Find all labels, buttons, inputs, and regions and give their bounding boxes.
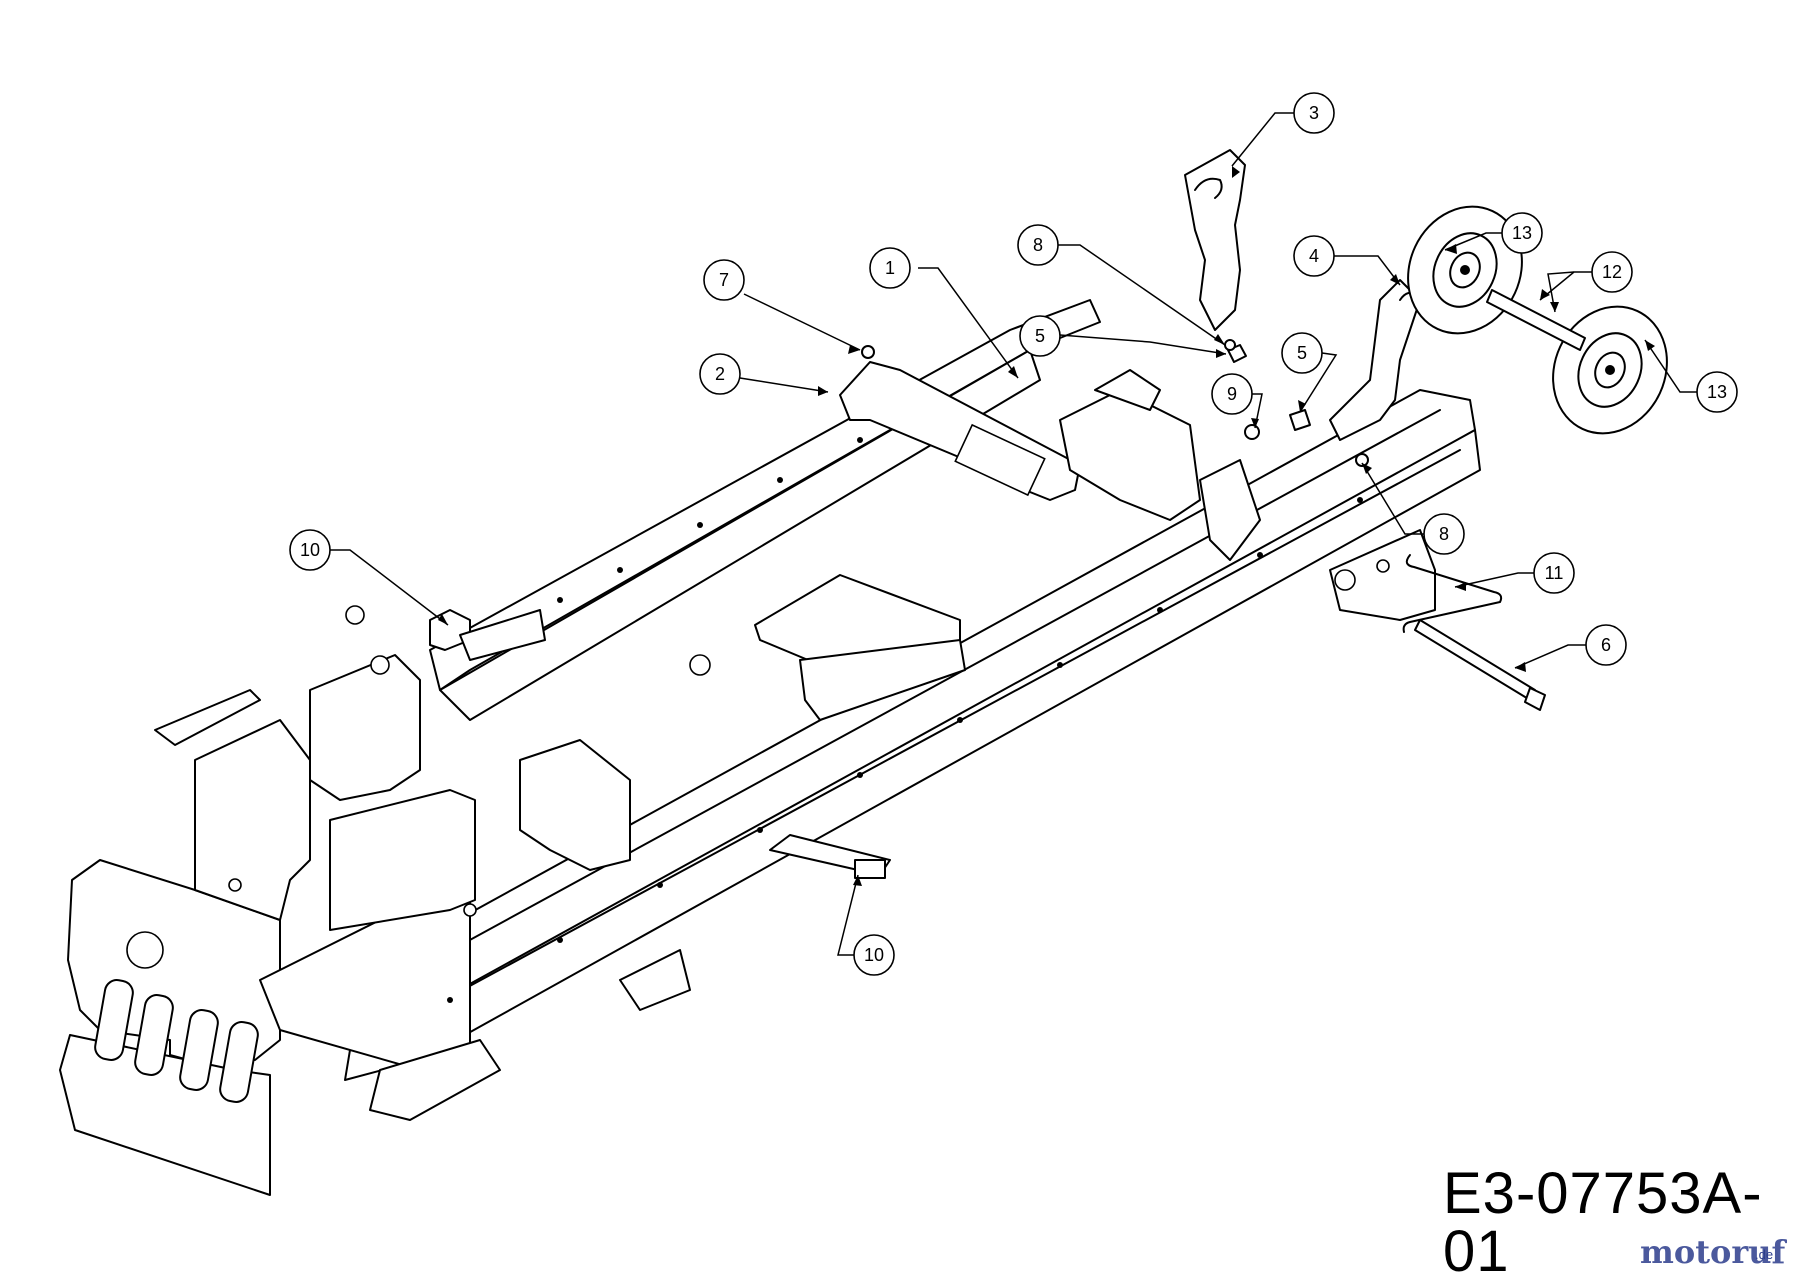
callout-6-label: 6 — [1601, 635, 1611, 655]
bolt-5b — [1289, 409, 1311, 431]
nut-8a — [1224, 339, 1236, 351]
callout-13a-label: 13 — [1512, 223, 1532, 243]
hairpin-clip — [1402, 554, 1503, 633]
callout-5b-label: 5 — [1297, 343, 1307, 363]
frame-assembly — [59, 149, 1668, 1196]
callout-2: 2 — [699, 353, 741, 395]
callout-10a-label: 10 — [300, 540, 320, 560]
near-rail-web — [344, 429, 1481, 1081]
callout-9-label: 9 — [1227, 384, 1237, 404]
callout-13a: 13 — [1501, 212, 1543, 254]
callout-4-label: 4 — [1309, 246, 1319, 266]
callout-6: 6 — [1585, 624, 1627, 666]
callout-11: 11 — [1533, 552, 1575, 594]
lift-bracket-upper — [1184, 149, 1246, 331]
callout-8a: 8 — [1017, 224, 1059, 266]
front-left-tower — [194, 719, 311, 921]
long-pin — [1414, 619, 1536, 701]
callout-12-label: 12 — [1602, 262, 1622, 282]
rear-bracket — [1059, 389, 1201, 521]
callout-5a: 5 — [1019, 315, 1061, 357]
callout-1: 1 — [869, 247, 911, 289]
drawing-code-label: E3-07753A-01 — [1443, 1161, 1763, 1284]
washer-9 — [1244, 424, 1260, 440]
watermark-logo: motoruf — [1640, 1233, 1786, 1271]
watermark-tld: .de — [1755, 1247, 1774, 1262]
callout-3: 3 — [1293, 92, 1335, 134]
callout-8b: 8 — [1423, 513, 1465, 555]
callout-5b: 5 — [1281, 332, 1323, 374]
pulley-axle — [1486, 289, 1586, 351]
leader-lines — [330, 112, 1697, 956]
callout-9: 9 — [1211, 373, 1253, 415]
callout-5a-label: 5 — [1035, 326, 1045, 346]
bolt-7 — [861, 345, 875, 359]
callout-7-label: 7 — [719, 270, 729, 290]
callout-1-label: 1 — [885, 258, 895, 278]
far-rail-web — [439, 349, 1041, 721]
nut-8b — [1355, 453, 1369, 467]
pulley-lower — [1552, 305, 1668, 435]
rail-holes — [228, 437, 1363, 1003]
leader-arrowheads — [438, 166, 1655, 886]
callout-2-label: 2 — [715, 364, 725, 384]
callout-3-label: 3 — [1309, 103, 1319, 123]
callout-13b-label: 13 — [1707, 382, 1727, 402]
callout-13b: 13 — [1696, 371, 1738, 413]
callout-8a-label: 8 — [1033, 235, 1043, 255]
callout-8b-label: 8 — [1439, 524, 1449, 544]
callout-11-label: 11 — [1545, 563, 1564, 583]
callout-12: 12 — [1591, 251, 1633, 293]
callout-7: 7 — [703, 259, 745, 301]
callout-4: 4 — [1293, 235, 1335, 277]
front-foot-plate — [369, 1039, 501, 1121]
callout-10b: 10 — [853, 934, 895, 976]
callout-10b-label: 10 — [864, 945, 884, 965]
rear-side-plate — [1329, 529, 1436, 621]
near-frame-rail — [329, 389, 1476, 1051]
front-skid-plate — [59, 1034, 271, 1196]
callout-10a: 10 — [289, 529, 331, 571]
